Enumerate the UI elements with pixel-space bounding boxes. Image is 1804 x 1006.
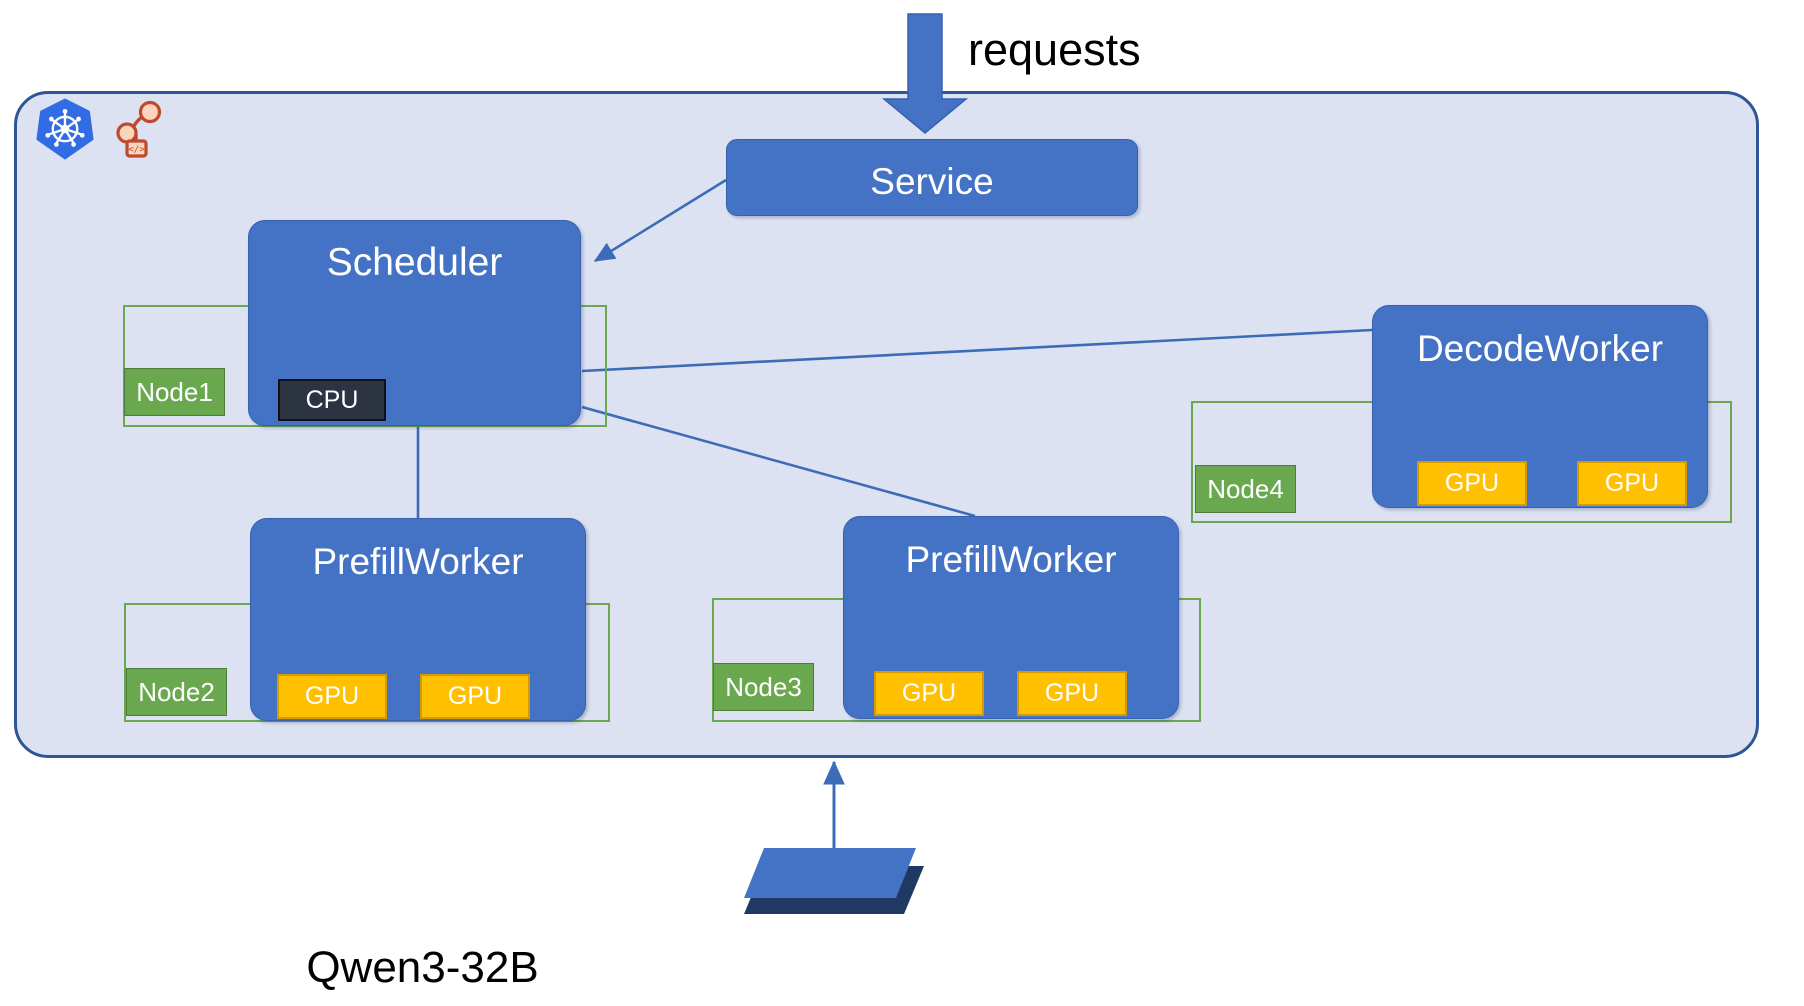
prefill-worker-2-label: PrefillWorker xyxy=(905,539,1117,580)
decode-worker-label: DecodeWorker xyxy=(1416,328,1664,369)
node-label-node4: Node4 xyxy=(1195,465,1296,513)
service-box-label: Service xyxy=(870,161,994,202)
code-graph-icon: </> xyxy=(110,95,170,160)
model-name-label: Qwen3-32B xyxy=(0,943,1804,993)
requests-label: requests xyxy=(968,24,1141,75)
gpu-badge-prefill2-b: GPU xyxy=(1017,671,1127,716)
model-artifact-icon xyxy=(744,846,924,916)
node-label-node1: Node1 xyxy=(124,368,225,416)
scheduler-box-label: Scheduler xyxy=(326,241,503,284)
node-label-node2: Node2 xyxy=(126,668,227,716)
svg-text:</>: </> xyxy=(128,145,145,155)
cpu-badge-scheduler: CPU xyxy=(278,379,386,421)
prefill-worker-1-label: PrefillWorker xyxy=(312,541,524,582)
gpu-badge-prefill1-a: GPU xyxy=(277,674,387,719)
gpu-badge-decode-a: GPU xyxy=(1417,461,1527,506)
service-box[interactable]: Service xyxy=(726,139,1138,216)
gpu-badge-decode-b: GPU xyxy=(1577,461,1687,506)
node-label-node3: Node3 xyxy=(713,663,814,711)
kubernetes-logo-icon xyxy=(36,98,94,160)
gpu-badge-prefill2-a: GPU xyxy=(874,671,984,716)
gpu-badge-prefill1-b: GPU xyxy=(420,674,530,719)
model-name-text: Qwen3-32B xyxy=(306,943,539,992)
